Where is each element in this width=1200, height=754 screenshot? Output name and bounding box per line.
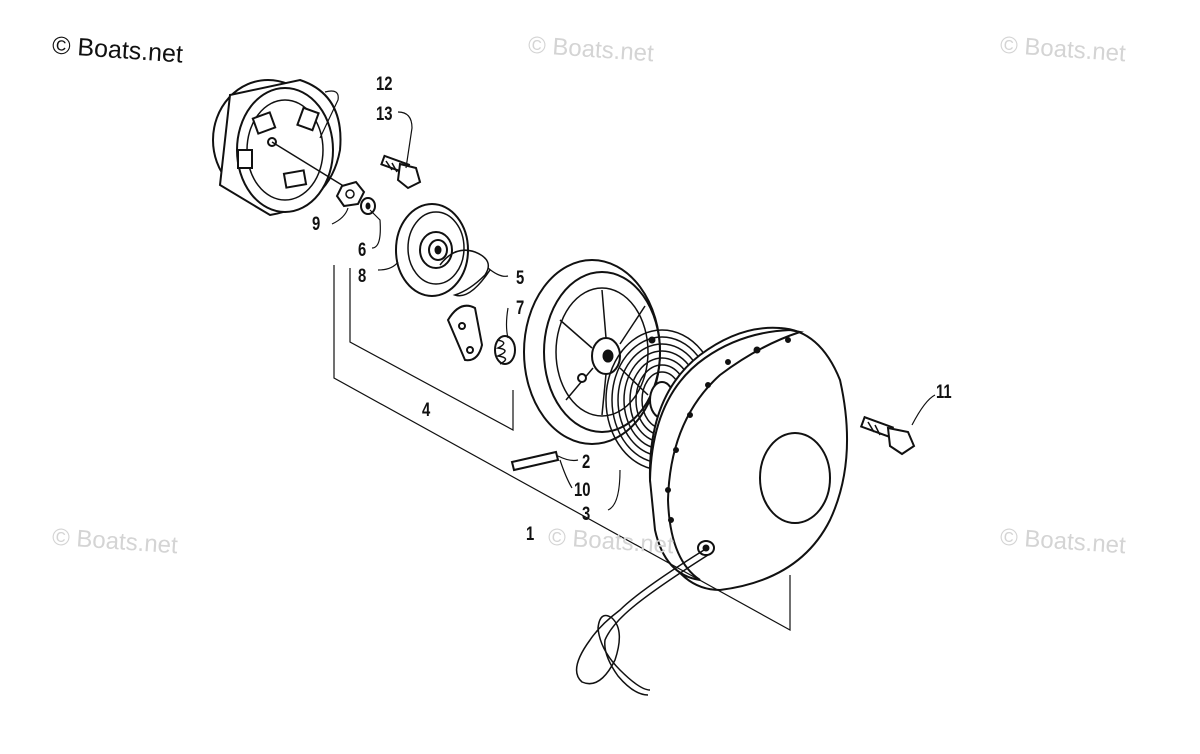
leader-lines bbox=[319, 90, 936, 632]
shaft-axis-line bbox=[271, 141, 351, 191]
callout-12: 12 bbox=[376, 74, 393, 95]
washer-part-6 bbox=[360, 197, 376, 215]
spring-clip-part-5 bbox=[439, 249, 491, 297]
starter-rope bbox=[575, 549, 705, 691]
callout-9: 9 bbox=[312, 214, 321, 235]
callout-6: 6 bbox=[358, 240, 367, 261]
callout-11: 11 bbox=[936, 382, 952, 403]
bolt-part-13 bbox=[380, 154, 422, 190]
rope-end-part-10 bbox=[510, 450, 560, 472]
callout-10: 10 bbox=[574, 480, 591, 501]
callout-1: 1 bbox=[526, 524, 535, 545]
starter-cup-part-12 bbox=[212, 78, 342, 217]
starter-housing-part-1 bbox=[648, 326, 849, 592]
callout-3: 3 bbox=[582, 504, 591, 525]
nut-part-9 bbox=[335, 180, 366, 208]
pawl-part-7 bbox=[446, 304, 484, 362]
callout-5: 5 bbox=[516, 268, 525, 289]
callout-13: 13 bbox=[376, 104, 393, 125]
reel-part-8 bbox=[395, 203, 469, 297]
bolt-part-11 bbox=[859, 415, 916, 456]
callout-7: 7 bbox=[516, 298, 525, 319]
pawl-spring-part-7 bbox=[494, 335, 516, 365]
callout-4: 4 bbox=[422, 400, 431, 421]
callout-8: 8 bbox=[358, 266, 367, 287]
callout-2: 2 bbox=[582, 452, 591, 473]
